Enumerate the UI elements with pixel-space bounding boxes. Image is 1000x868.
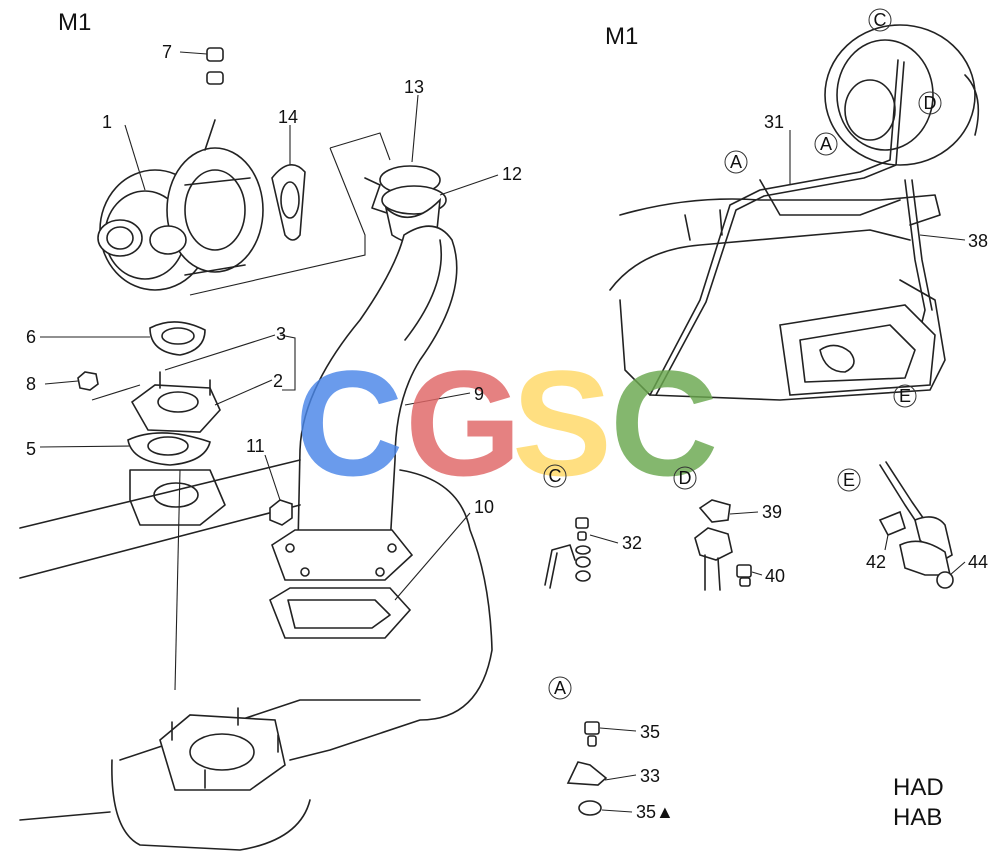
callout-5: 5 — [26, 439, 36, 459]
right-assembly — [609, 24, 980, 401]
callout-14: 14 — [278, 107, 298, 127]
callout-8: 8 — [26, 374, 36, 394]
callout-31: 31 — [764, 112, 784, 132]
watermark-letter-3: S — [512, 339, 612, 507]
exhaust-manifold — [19, 459, 301, 579]
watermark-letter-2: G — [405, 339, 522, 507]
callout-1: 1 — [102, 112, 112, 132]
variant-label: HAD — [893, 774, 944, 801]
nut-8 — [77, 371, 99, 391]
view-marker: A — [820, 134, 832, 154]
callout-10: 10 — [474, 497, 494, 517]
gasket-6 — [149, 321, 206, 356]
nut-7 — [206, 47, 224, 62]
detail-a — [566, 721, 608, 816]
view-marker: E — [899, 386, 911, 406]
detail-e — [878, 461, 954, 589]
leader-lines — [39, 51, 966, 813]
callout-32: 32 — [622, 533, 642, 553]
view-marker: A — [554, 678, 566, 698]
callout-13: 13 — [404, 77, 424, 97]
engine-flange — [159, 714, 286, 791]
view-marker: C — [874, 10, 887, 30]
left-assembly — [19, 47, 493, 851]
view-marker: E — [843, 470, 855, 490]
part-callouts: 7 13 14 1 12 31 38 6 3 8 2 9 5 11 10 32 … — [26, 42, 988, 822]
callout-39: 39 — [762, 502, 782, 522]
callout-6: 6 — [26, 327, 36, 347]
callout-35-marked: 35▲ — [636, 802, 674, 822]
variant-label: HAB — [893, 804, 942, 831]
model-label: M1 — [58, 9, 91, 36]
washer-7 — [206, 71, 224, 85]
callout-11: 11 — [246, 436, 265, 456]
callout-9: 9 — [474, 384, 484, 404]
gasket-14 — [271, 164, 306, 241]
nut-11 — [269, 499, 293, 526]
callout-2: 2 — [273, 371, 283, 391]
oil-pipe-31 — [649, 59, 899, 396]
view-markers: A A A C C D D E E — [543, 8, 942, 700]
view-marker: D — [924, 93, 937, 113]
callout-12: 12 — [502, 164, 522, 184]
turbocharger-left — [97, 119, 264, 291]
view-marker: D — [679, 468, 692, 488]
flange-2 — [130, 371, 221, 433]
callout-42: 42 — [866, 552, 886, 572]
detail-d — [694, 499, 752, 591]
gasket-5 — [127, 432, 211, 466]
model-label: M1 — [605, 23, 638, 50]
callout-40: 40 — [765, 566, 785, 586]
callout-38: 38 — [968, 231, 988, 251]
detail-c — [544, 517, 591, 589]
pipe-9 — [297, 225, 458, 546]
hose-clamp-13 — [364, 165, 447, 215]
callout-35: 35 — [640, 722, 660, 742]
callout-3: 3 — [276, 324, 286, 344]
view-marker: C — [549, 466, 562, 486]
callout-44: 44 — [968, 552, 988, 572]
watermark-letter-4: C — [610, 339, 718, 507]
watermark-letter-1: C — [295, 339, 403, 507]
pipe-flange — [271, 529, 414, 581]
callout-33: 33 — [640, 766, 660, 786]
watermark: C G S C — [295, 339, 718, 507]
view-marker: A — [730, 152, 742, 172]
callout-7: 7 — [162, 42, 172, 62]
